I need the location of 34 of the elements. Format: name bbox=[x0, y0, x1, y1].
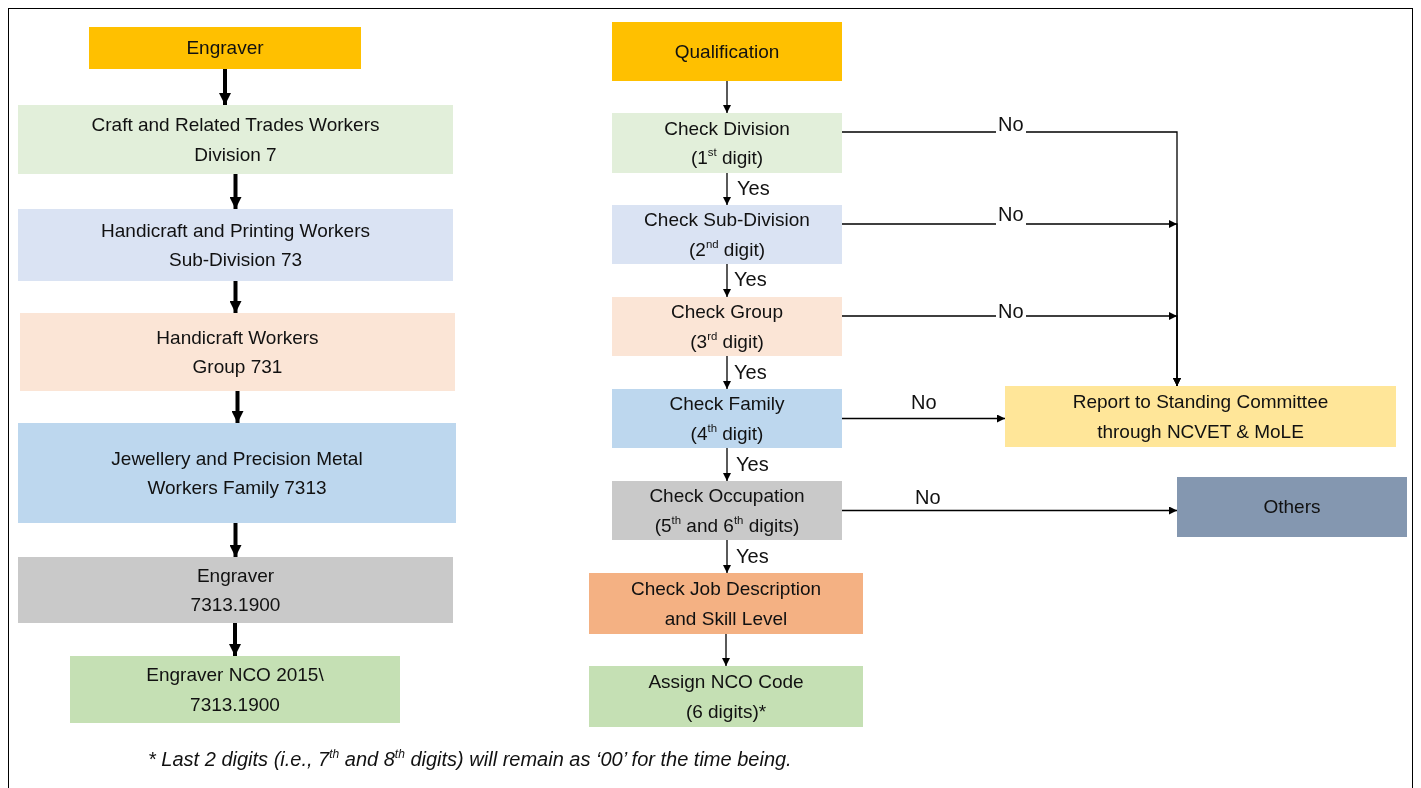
process-box: Check Job Description and Skill Level bbox=[589, 573, 863, 634]
arrow bbox=[841, 312, 1181, 387]
start-box: Qualification bbox=[612, 22, 842, 81]
arrow bbox=[229, 523, 242, 557]
arrow bbox=[723, 172, 731, 206]
process-box: Craft and Related Trades Workers Division 7 bbox=[18, 105, 453, 174]
process-box: Engraver 7313.1900 bbox=[18, 557, 453, 623]
arrow bbox=[229, 174, 242, 209]
process-box: Check Division (1$^{st}$ digit) bbox=[612, 113, 842, 173]
process-box: Handicraft Workers Group 731 bbox=[20, 313, 455, 391]
footnote: * Last 2 digits (i.e., 7$^{th}$ and 8$^{th}$ digits) will remain as ‘00’ for the time being. bbox=[148, 748, 792, 771]
arrow bbox=[841, 414, 1006, 423]
process-box: Handicraft and Printing Workers Sub-Division 73 bbox=[18, 209, 453, 281]
arrow bbox=[723, 447, 731, 482]
arrow bbox=[722, 633, 730, 667]
arrow bbox=[841, 506, 1178, 515]
process-box: Engraver NCO 2015\ 7313.1900 bbox=[70, 656, 400, 723]
arrow bbox=[723, 539, 731, 574]
process-box: Check Family (4$^{th}$ digit) bbox=[612, 389, 842, 448]
arrow bbox=[723, 355, 731, 390]
arrow bbox=[723, 263, 731, 298]
process-box: Assign NCO Code (6 digits)* bbox=[589, 666, 863, 727]
process-box: Check Group (3$^{rd}$ digit) bbox=[612, 297, 842, 356]
title-box: Engraver bbox=[89, 27, 361, 69]
process-box: Check Sub-Division (2$^{nd}$ digit) bbox=[612, 205, 842, 264]
terminal-box: Others bbox=[1177, 477, 1407, 537]
arrow bbox=[229, 623, 241, 656]
process-box: Jewellery and Precision Metal Workers Family 7313 bbox=[18, 423, 456, 523]
arrow bbox=[219, 69, 231, 105]
arrow bbox=[231, 391, 244, 423]
arrow bbox=[229, 281, 242, 313]
process-box: Check Occupation (5$^{th}$ and 6$^{th}$ digits) bbox=[612, 481, 842, 540]
terminal-box: Report to Standing Committee through NCVET & MoLE bbox=[1005, 386, 1396, 447]
arrow bbox=[723, 80, 731, 114]
